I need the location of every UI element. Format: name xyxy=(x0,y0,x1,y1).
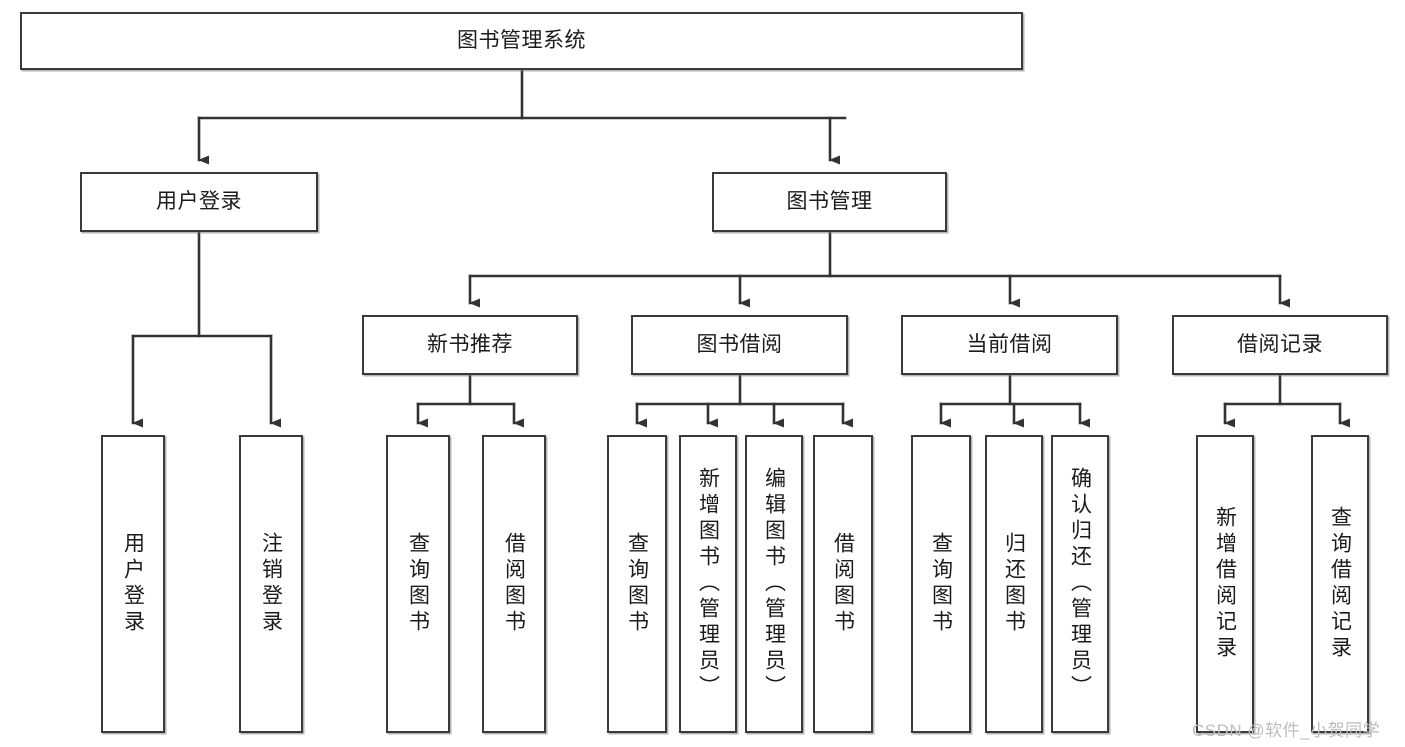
node-book-borrow[interactable]: 图书借阅 xyxy=(631,315,848,375)
node-leaf-user-login[interactable]: 用户登录 xyxy=(101,435,165,733)
node-leaf-return-book-label: 归还图书 xyxy=(1002,532,1026,636)
node-book-borrow-label: 图书借阅 xyxy=(696,333,783,357)
node-user-login-label: 用户登录 xyxy=(156,190,242,214)
node-user-login[interactable]: 用户登录 xyxy=(80,172,318,232)
node-leaf-query-borrow-record-label: 查询借阅记录 xyxy=(1328,506,1352,662)
node-new-book-recommend-label: 新书推荐 xyxy=(427,333,513,357)
node-leaf-query-book-borrow[interactable]: 查询图书 xyxy=(607,435,667,733)
node-leaf-logout[interactable]: 注销登录 xyxy=(239,435,303,733)
node-book-management[interactable]: 图书管理 xyxy=(712,172,947,232)
node-leaf-query-book-current-label: 查询图书 xyxy=(929,532,953,636)
node-leaf-borrow-book-label: 借阅图书 xyxy=(831,532,855,636)
node-leaf-borrow-book-new-label: 借阅图书 xyxy=(502,532,526,636)
node-leaf-query-borrow-record[interactable]: 查询借阅记录 xyxy=(1311,435,1369,733)
node-leaf-borrow-book-new[interactable]: 借阅图书 xyxy=(482,435,546,733)
node-borrow-record[interactable]: 借阅记录 xyxy=(1172,315,1388,375)
node-leaf-query-book-borrow-label: 查询图书 xyxy=(625,532,649,636)
node-book-management-label: 图书管理 xyxy=(786,190,873,214)
node-leaf-logout-label: 注销登录 xyxy=(259,532,283,636)
node-leaf-query-book-new-label: 查询图书 xyxy=(406,532,430,636)
node-current-borrow-label: 当前借阅 xyxy=(966,333,1053,357)
node-leaf-confirm-return-admin-label: 确认归还（管理员） xyxy=(1068,467,1092,701)
node-leaf-add-borrow-record[interactable]: 新增借阅记录 xyxy=(1196,435,1254,733)
node-leaf-query-book-current[interactable]: 查询图书 xyxy=(911,435,971,733)
node-leaf-add-book-admin-label: 新增图书（管理员） xyxy=(696,467,720,701)
node-leaf-user-login-label: 用户登录 xyxy=(121,532,145,636)
node-leaf-add-borrow-record-label: 新增借阅记录 xyxy=(1213,506,1237,662)
node-borrow-record-label: 借阅记录 xyxy=(1237,333,1323,357)
node-leaf-return-book[interactable]: 归还图书 xyxy=(985,435,1043,733)
node-leaf-edit-book-admin-label: 编辑图书（管理员） xyxy=(762,467,786,701)
csdn-watermark: CSDN @软件_小贺同学 xyxy=(1192,721,1381,740)
node-leaf-add-book-admin[interactable]: 新增图书（管理员） xyxy=(679,435,737,733)
node-root-label: 图书管理系统 xyxy=(457,29,586,53)
node-current-borrow[interactable]: 当前借阅 xyxy=(901,315,1118,375)
node-leaf-borrow-book[interactable]: 借阅图书 xyxy=(813,435,873,733)
node-root-system[interactable]: 图书管理系统 xyxy=(20,12,1023,70)
node-new-book-recommend[interactable]: 新书推荐 xyxy=(362,315,578,375)
node-leaf-confirm-return-admin[interactable]: 确认归还（管理员） xyxy=(1051,435,1109,733)
node-leaf-query-book-new[interactable]: 查询图书 xyxy=(386,435,450,733)
node-leaf-edit-book-admin[interactable]: 编辑图书（管理员） xyxy=(745,435,803,733)
